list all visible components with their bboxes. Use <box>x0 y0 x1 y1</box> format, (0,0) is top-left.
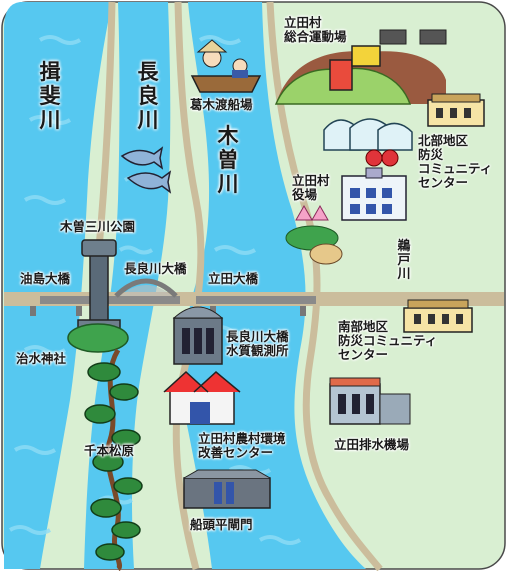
kazuragi-watashi-label: 葛木渡船場 <box>190 97 253 112</box>
pine-tree-icon <box>84 348 143 572</box>
sogo-undojo-label: 立田村 総合運動場 <box>284 15 347 44</box>
fish-icon <box>120 146 172 194</box>
community-center-icon <box>403 299 473 333</box>
ibi-river-label: 揖斐川 <box>39 60 61 132</box>
noson-center-label: 立田村農村環境 改善センター <box>198 431 286 460</box>
tsuruto-river-label: 鵜戸川 <box>397 239 411 282</box>
ferry-boat-icon <box>190 39 262 93</box>
ibi-river <box>4 2 112 569</box>
community-center-icon <box>427 93 485 127</box>
haisui-kijo-label: 立田排水機場 <box>334 437 410 452</box>
farmhouse-icon <box>163 370 241 425</box>
suishitsu-kansokusho-label: 長良川大橋 水質観測所 <box>226 329 289 358</box>
nagara-river-label: 長良川 <box>137 60 159 132</box>
nagaragawa-ohashi-label: 長良川大橋 <box>124 261 187 276</box>
greenhouse-icon <box>323 118 413 151</box>
yakuba-label: 立田村 役場 <box>292 173 330 202</box>
pump-station-icon <box>329 377 411 425</box>
stadium-icon <box>274 29 447 105</box>
observatory-building-icon <box>172 306 224 365</box>
aburajima-ohashi-label: 油島大橋 <box>20 271 71 286</box>
nanbu-center-label: 南部地区 防災コミュニティ センター <box>338 319 438 362</box>
sansen-koen-label: 木曽三川公園 <box>60 219 136 234</box>
shrine-grove <box>67 323 129 353</box>
kiso-river <box>181 2 366 569</box>
kiso-river-label: 木曽川 <box>217 124 239 196</box>
hokubu-center-label: 北部地区 防災 コミュニティ センター <box>418 133 493 190</box>
lotus-icon <box>285 204 343 265</box>
chisui-jinja-label: 治水神社 <box>16 351 67 366</box>
bridge-icon <box>30 278 316 316</box>
senbon-matsubara-label: 千本松原 <box>84 443 135 458</box>
tatsuta-ohashi-label: 立田大橋 <box>208 271 259 286</box>
village-office-icon <box>341 167 407 221</box>
funato-kokomon-label: 船頭平閘門 <box>190 517 253 532</box>
lock-gate-icon <box>183 469 271 509</box>
